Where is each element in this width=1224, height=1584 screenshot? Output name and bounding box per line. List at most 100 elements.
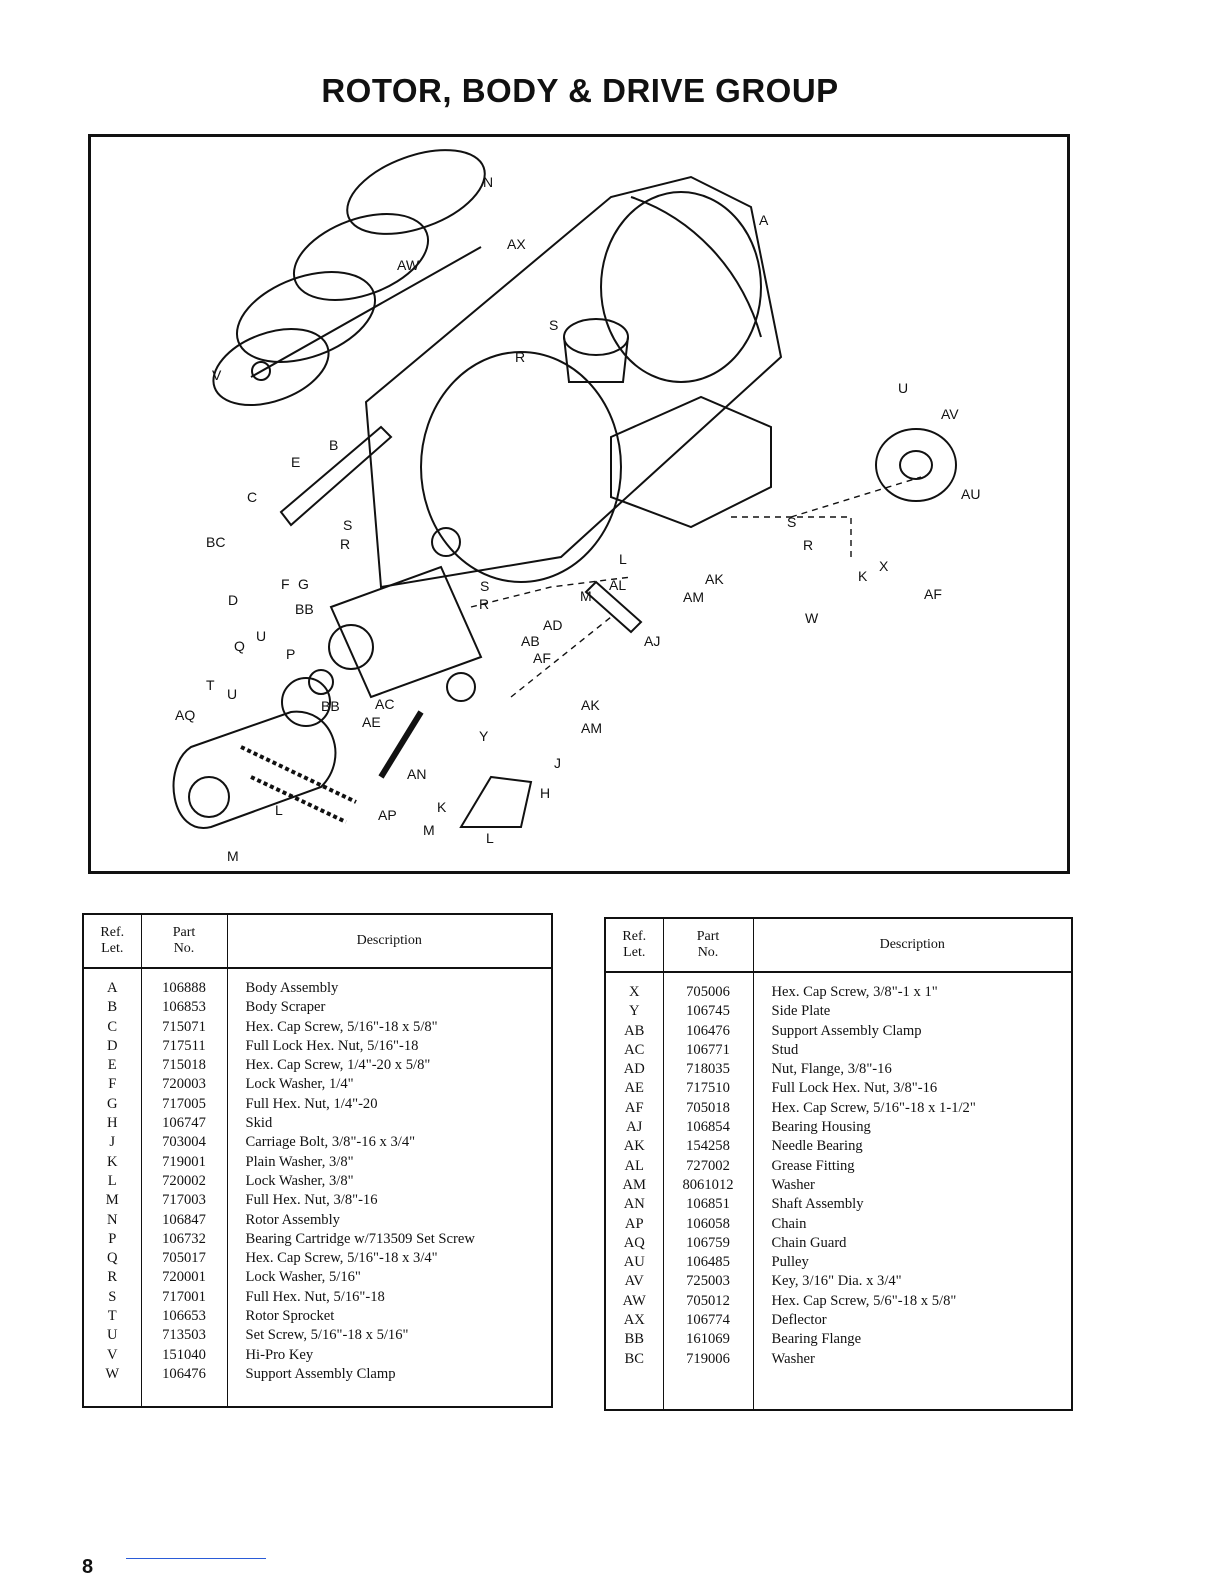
part-number-cell: 106771 [662, 1040, 753, 1061]
page-title: ROTOR, BODY & DRIVE GROUP [321, 72, 839, 109]
part-number-cell: 705017 [140, 1249, 227, 1269]
description-cell: Rotor Sprocket [226, 1307, 552, 1327]
description-cell: Stud [752, 1040, 1072, 1061]
ref-header: Ref. Let. [83, 914, 141, 969]
description-cell: Skid [226, 1114, 552, 1134]
callout-u: U [898, 380, 908, 396]
description-cell: Pulley [752, 1253, 1072, 1273]
part-number-cell: 161069 [662, 1330, 753, 1350]
callout-aq: AQ [175, 707, 195, 723]
bearing-flange [281, 677, 331, 727]
rotor-shaft-end [251, 361, 271, 381]
description-cell: Body Scraper [226, 998, 552, 1018]
pulley-hub [899, 450, 933, 480]
callout-d: D [228, 592, 238, 608]
callout-r: R [515, 349, 525, 365]
ref-cell: A [106, 980, 118, 996]
rear-frame [610, 395, 772, 529]
footer-rule [126, 1558, 266, 1559]
drive-shaft-hole [431, 527, 461, 557]
description-cell: Lock Washer, 5/16" [226, 1268, 552, 1288]
ref-cell: BC [624, 1350, 644, 1367]
description-cell: Support Assembly Clamp [226, 1364, 552, 1385]
callout-l: L [486, 830, 494, 846]
part-number-cell: 719001 [140, 1152, 227, 1172]
callout-h: H [540, 785, 550, 801]
part-number-cell: 717511 [140, 1036, 227, 1057]
chain [240, 745, 357, 804]
callout-e: E [291, 454, 300, 470]
description-cell: Full Hex. Nut, 5/16"-18 [226, 1287, 552, 1308]
ref-cell: R [107, 1269, 118, 1286]
description-cell: Side Plate [752, 1002, 1072, 1022]
ref-cell: X [628, 984, 640, 1000]
part-number-cell: 106759 [662, 1233, 753, 1254]
part-number-cell: 705012 [662, 1291, 753, 1312]
part-number-cell: 715018 [140, 1056, 227, 1076]
bearing-flange [328, 624, 374, 670]
ref-cell: V [106, 1346, 118, 1363]
description-cell: Full Hex. Nut, 3/8"-16 [226, 1191, 552, 1211]
description-cell: Hex. Cap Screw, 1/4"-20 x 5/8" [226, 1056, 552, 1076]
description-cell: Hi-Pro Key [226, 1345, 552, 1365]
part-number-cell: 725003 [662, 1272, 753, 1292]
chain-guard-hub [188, 776, 230, 818]
body-assembly [364, 175, 783, 589]
callout-l: L [619, 551, 627, 567]
ref-cell: B [107, 999, 118, 1016]
callout-aj: AJ [644, 633, 660, 649]
part-number-cell: 705006 [662, 983, 753, 1003]
callout-k: K [858, 568, 868, 584]
housing-drum [600, 191, 762, 383]
part-number-cell: 717005 [140, 1094, 227, 1115]
part-number-cell: 705018 [662, 1098, 753, 1119]
ref-cell: C [107, 1018, 118, 1035]
shaft-assembly [378, 710, 424, 779]
bearing-cartridge [308, 669, 334, 695]
callout-ac: AC [375, 696, 394, 712]
description-cell: Hex. Cap Screw, 3/8"-1 x 1" [752, 983, 1072, 1003]
part-number-cell: 106745 [662, 1002, 753, 1022]
part-number-cell: 715071 [140, 1017, 227, 1037]
auger-blade [346, 149, 486, 235]
callout-aw: AW [397, 257, 420, 273]
part-number-cell: 106476 [140, 1364, 227, 1385]
part-number-cell: 106476 [662, 1021, 753, 1041]
ref-cell: F [108, 1076, 117, 1093]
callout-r: R [340, 536, 350, 552]
description-cell: Lock Washer, 1/4" [226, 1075, 552, 1095]
description-cell: Hex. Cap Screw, 5/16"-18 x 1-1/2" [752, 1098, 1072, 1119]
body-scraper [279, 425, 393, 527]
description-cell: Set Screw, 5/16"-18 x 5/16" [226, 1326, 552, 1346]
callout-q: Q [234, 638, 245, 654]
description-cell: Bearing Flange [752, 1330, 1072, 1350]
callout-l: L [275, 802, 283, 818]
part-header: Part No. [140, 914, 227, 969]
description-cell: Bearing Housing [752, 1118, 1072, 1138]
part-number-cell: 713503 [140, 1326, 227, 1346]
part-number-cell: 106732 [140, 1229, 227, 1250]
ref-header: Ref. Let. [605, 918, 663, 973]
description-cell: Chain Guard [752, 1233, 1072, 1254]
discharge-chute [563, 318, 629, 356]
callout-r: R [803, 537, 813, 553]
